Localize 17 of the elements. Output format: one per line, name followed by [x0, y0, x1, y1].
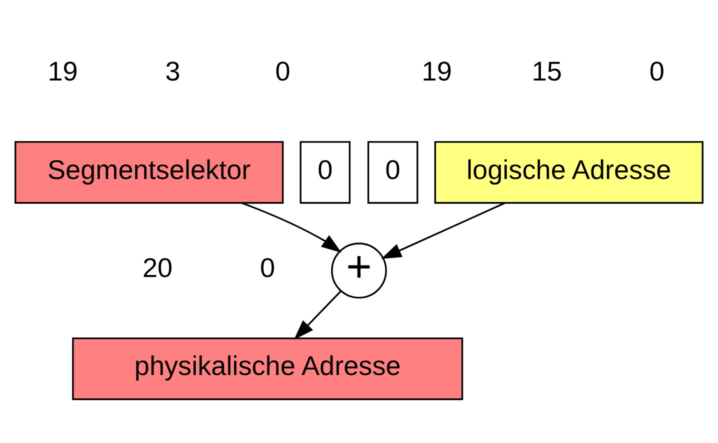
node-box: 0: [300, 141, 351, 204]
node-circle: +: [331, 242, 387, 299]
label: 0: [649, 56, 664, 87]
node-box: Segmentselektor: [14, 141, 284, 204]
node-box: physikalische Adresse: [72, 337, 464, 400]
node-box: 0: [367, 141, 418, 204]
label: 15: [532, 56, 562, 87]
arrow: [241, 202, 342, 253]
arrow: [294, 290, 342, 340]
label: 0: [260, 252, 276, 284]
label: 19: [422, 56, 452, 87]
arrow: [381, 202, 506, 259]
label: 0: [275, 56, 290, 87]
node-box: logische Adresse: [434, 141, 704, 204]
label: 19: [48, 56, 78, 87]
label: 3: [165, 56, 180, 87]
label: 20: [142, 252, 173, 284]
